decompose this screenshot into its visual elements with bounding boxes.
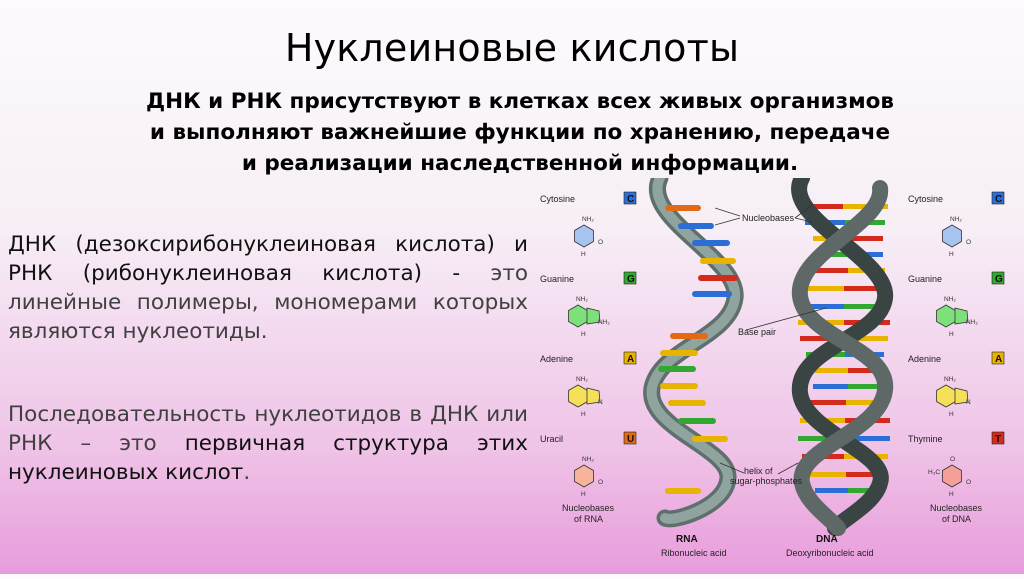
rna-base-chem-top-g: NH₂ [576, 296, 588, 303]
rna-base-chem-side-g: NH₂ [598, 319, 610, 326]
dna-base-chem-bottom-a: H [949, 411, 954, 418]
dna-base-name-t: Thymine [908, 434, 943, 444]
rna-base-chem-side-u: O [598, 479, 603, 486]
dna-backbone-a [791, 170, 894, 536]
rna-base-letter-g: G [627, 274, 635, 285]
dna-base-ring2-a [954, 387, 969, 405]
rna-base-letter-box-u [623, 431, 637, 445]
rna-base-name-a: Adenine [540, 354, 573, 364]
rna-base-chem-top-u: NH₂ [582, 456, 594, 463]
rna-base-name-g: Guanine [540, 274, 574, 284]
rna-title: RNA [676, 534, 698, 545]
paragraph-definition: ДНК (дезоксирибонуклеиновая кислота) и Р… [8, 230, 528, 346]
rna-base-letter-u: U [627, 434, 634, 445]
dna-base-chem-top-t: O [950, 456, 955, 463]
dna-base-chem-top-c: NH₂ [950, 216, 962, 223]
rna-base-chem-top-a: NH₂ [576, 376, 588, 383]
rna-base-chem-bottom-a: H [581, 411, 586, 418]
slide-subtitle: ДНК и РНК присутствуют в клетках всех жи… [145, 89, 895, 176]
dna-base-letter-box-c [991, 191, 1005, 205]
paragraph-definition-rest: это линейные полимеры, мономерами которы… [8, 261, 529, 344]
paragraph-definition-lead: ДНК (дезоксирибонуклеиновая кислота) и Р… [8, 232, 528, 286]
slide-title: Нуклеиновые кислоты [284, 26, 740, 70]
dna-bases-column: Cytosine C NH₂ O H Guanine G NH₂ NH₂ H Adenine A NH₂… [908, 191, 1005, 498]
dna-rna-figure: Nucleobases Base pair helix of sugar-pho… [530, 169, 1024, 574]
dna-base-letter-a: A [995, 354, 1002, 365]
dna-bases-caption-1: Nucleobases [930, 503, 983, 513]
label-base-pair: Base pair [738, 327, 776, 337]
rna-base-letter-box-g [623, 271, 637, 285]
dna-base-letter-box-a [991, 351, 1005, 365]
rna-base-letter-a: A [627, 354, 634, 365]
rna-base-chem-top-c: NH₂ [582, 216, 594, 223]
dna-base-letter-t: T [995, 434, 1001, 445]
rna-base-name-u: Uracil [540, 434, 563, 444]
rna-base-chem-side-a: N [598, 399, 603, 406]
rna-base-ring-u [574, 464, 594, 488]
dna-base-chem-top-g: NH₂ [944, 296, 956, 303]
rna-base-chem-bottom-u: H [581, 491, 586, 498]
dna-base-name-a: Adenine [908, 354, 941, 364]
dna-base-chem-bottom-t: H [949, 491, 954, 498]
dna-base-ring-g [936, 304, 956, 328]
dna-base-chem-bottom-c: H [949, 251, 954, 258]
rna-bases [658, 205, 738, 494]
dna-base-chem-side-t: O [966, 479, 971, 486]
dna-base-ring-a [936, 384, 956, 408]
dna-base-chem-bottom-g: H [949, 331, 954, 338]
dna-base-chem-top-a: NH₂ [944, 376, 956, 383]
dna-base-chem-side-c: O [966, 239, 971, 246]
label-helix-line2: sugar-phosphates [730, 476, 803, 486]
rna-base-chem-side-c: O [598, 239, 603, 246]
rna-bases-caption-2: of RNA [574, 514, 603, 524]
rna-base-ring-g [568, 304, 588, 328]
dna-base-ring-t [942, 464, 962, 488]
dna-base-chem-methyl: H₃C [928, 469, 940, 476]
rna-base-letter-box-c [623, 191, 637, 205]
dna-backbone-b [791, 180, 894, 536]
helix-diagram: Nucleobases Base pair helix of sugar-pho… [540, 169, 1005, 558]
dna-base-letter-box-g [991, 271, 1005, 285]
label-helix-line1: helix of [744, 466, 773, 476]
rna-base-ring2-a [586, 387, 601, 405]
dna-base-letter-g: G [995, 274, 1003, 285]
dna-base-name-g: Guanine [908, 274, 942, 284]
rna-base-ring2-g [586, 307, 601, 325]
rna-base-ring-c [574, 224, 594, 248]
dna-base-letter-box-t [991, 431, 1005, 445]
dna-base-chem-side-g: NH₂ [966, 319, 978, 326]
paragraph-primary-structure: Последовательность нуклеотидов в ДНК или… [8, 400, 528, 487]
paragraph-primary-lead: Последовательность нуклеотидов в ДНК или… [8, 402, 528, 456]
rna-base-name-c: Cytosine [540, 194, 575, 204]
paragraph-primary-emph: первичная структура этих нуклеиновых кис… [8, 431, 528, 485]
dna-bases-caption-2: of DNA [942, 514, 971, 524]
dna-title: DNA [816, 534, 838, 545]
dna-base-ring2-g [954, 307, 969, 325]
rna-base-letter-c: C [627, 194, 634, 205]
rna-subtitle: Ribonucleic acid [661, 548, 727, 558]
dna-base-letter-c: C [995, 194, 1002, 205]
rna-base-letter-box-a [623, 351, 637, 365]
dna-base-ring-c [942, 224, 962, 248]
rna-base-chem-bottom-c: H [581, 251, 586, 258]
dna-base-name-c: Cytosine [908, 194, 943, 204]
rna-base-chem-bottom-g: H [581, 331, 586, 338]
rna-base-ring-a [568, 384, 588, 408]
label-nucleobases: Nucleobases [742, 213, 795, 223]
paragraph-primary-tail: . [243, 460, 251, 485]
rna-bases-column: Cytosine C NH₂ O H Guanine G NH₂ NH₂ H Adenine A NH₂… [540, 191, 637, 498]
dna-base-chem-side-a: N [966, 399, 971, 406]
rna-bases-caption-1: Nucleobases [562, 503, 615, 513]
dna-subtitle: Deoxyribonucleic acid [786, 548, 874, 558]
